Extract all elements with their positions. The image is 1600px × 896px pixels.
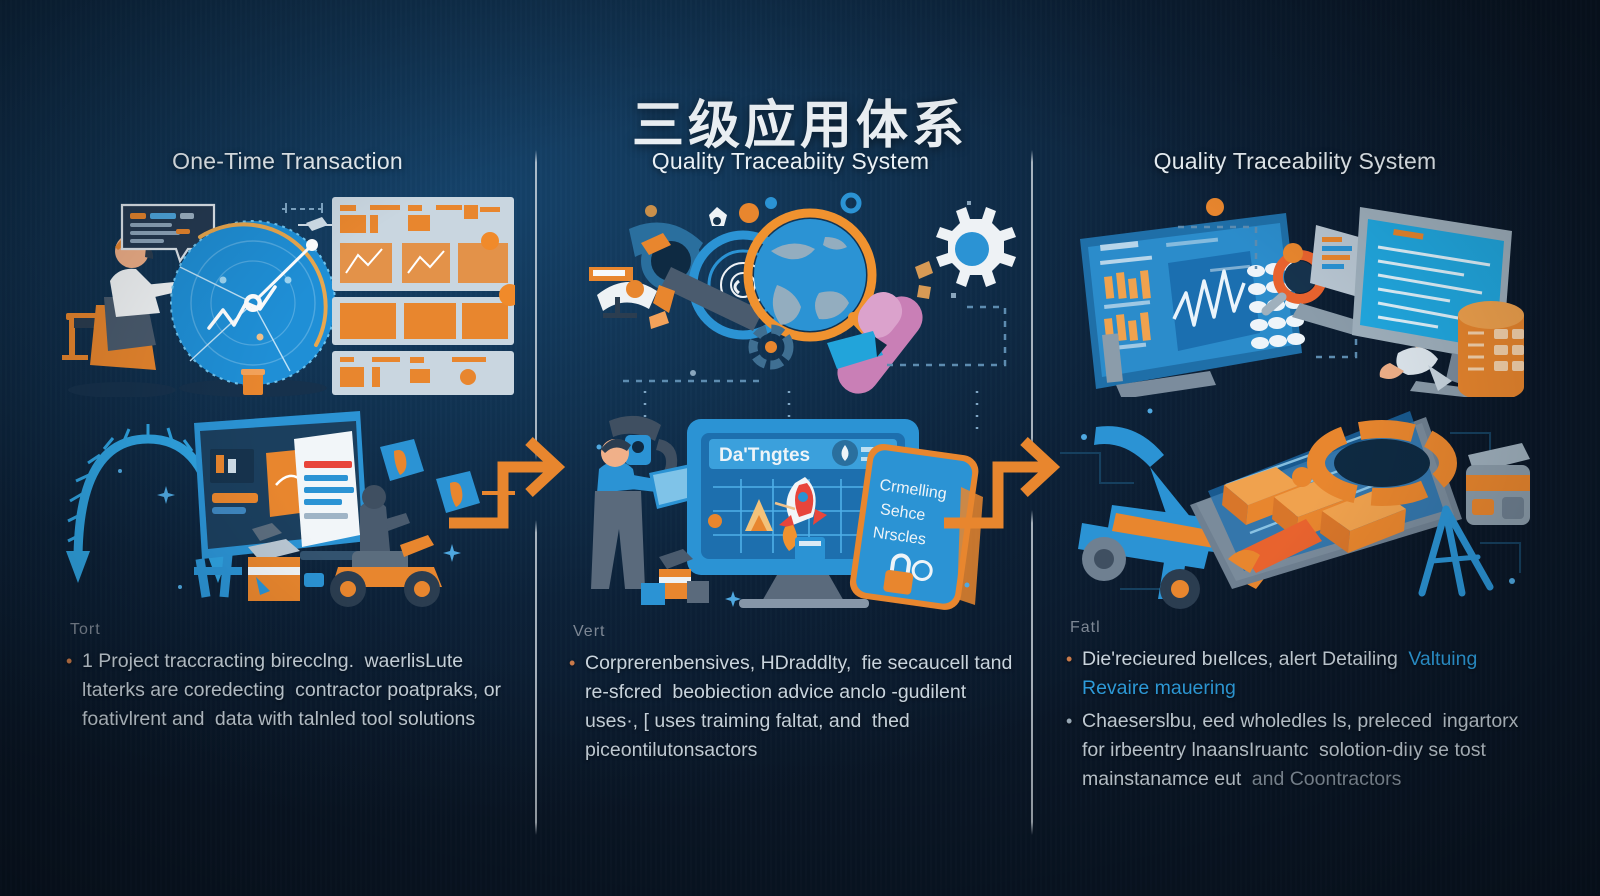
location-pins: [380, 439, 515, 513]
accent-dot: [1206, 198, 1224, 216]
small-parcels: [641, 549, 709, 605]
magnifier-over-globe: [743, 208, 886, 352]
bullet-line: Die'recieured bıellces, alert Detailing: [1082, 648, 1398, 670]
kicker-1: Tort: [70, 621, 101, 638]
ring-gauge: [1292, 420, 1458, 506]
bullet-line: ingartorx for irbeentry lnaansIruantc: [1082, 710, 1519, 761]
kicker-3: Fatl: [1070, 619, 1101, 636]
column-quality-traceabiity-system: Quality Traceabiity System: [563, 148, 1018, 769]
tripod-stand: [1418, 505, 1494, 597]
bullet-line: 1 Project traccracting birecclng.: [82, 650, 355, 672]
artwork-analyst-radar-dashboard: [60, 185, 515, 397]
bullet-line: beobiection advice anclo -gudilent: [672, 681, 967, 703]
delivery-scooter-rider: [330, 485, 442, 607]
flow-arrow-1: [449, 436, 566, 529]
gear-icon: [936, 207, 1016, 287]
scatter-shapes: [645, 192, 971, 376]
accent-dot: [1283, 243, 1303, 263]
bullet-line: Chaeserslbu, eed wholedles ls, preleced: [1082, 710, 1433, 732]
orange-crates: [1222, 467, 1406, 553]
column-title-3: Quality Traceability System: [1153, 148, 1437, 174]
dashed-path: [1178, 225, 1358, 359]
toolbox: [1466, 443, 1530, 525]
bullet-line: data with talnled tool solutions: [214, 708, 476, 730]
column-divider-1-bottom: [535, 520, 537, 835]
report-card-grid: [332, 197, 515, 395]
column-divider-2-bottom: [1031, 510, 1033, 835]
page-title: 三级应用体系: [631, 96, 968, 155]
column-divider-1-top: [535, 150, 537, 460]
bullet-line: uses·, [ uses traiming faltat, and: [585, 710, 862, 732]
padlock-icon: [883, 553, 933, 595]
bullet-line: fie secaucell tand re-sfcred: [585, 652, 1013, 703]
pointer-arm: [649, 267, 763, 331]
seated-worker-figure: [62, 234, 196, 397]
speech-bubble-panel: [120, 203, 216, 264]
flow-arrow-2: [944, 436, 1061, 529]
artwork-global-search-inspection: [563, 185, 1018, 397]
bullet-line: waerlisLute ltaterks are coredecting: [82, 650, 464, 701]
orange-accents: [915, 261, 933, 299]
bullet-list-1: 1 Project traccracting birecclng. waerli…: [60, 647, 515, 734]
artwork-ecommerce-workstation: [60, 401, 515, 611]
dashed-path: [623, 305, 1007, 383]
bullet-line: Corprerenbensives, HDraddlty,: [585, 652, 852, 674]
handheld-scanner: [589, 267, 657, 318]
drone-sketch: [282, 203, 332, 231]
database-cylinder: [1458, 301, 1524, 397]
bar-chart-panel: [1080, 213, 1305, 397]
dotted-verticals: [643, 391, 979, 439]
bullet-line-dim: and Coontractors: [1251, 768, 1402, 790]
bullet-line: contractor poatpraks, or foativlrent and: [82, 679, 502, 730]
rocket-icon: [779, 477, 827, 551]
bullet-item: Chaeserslbu, eed wholedles ls, preleced …: [1060, 707, 1530, 794]
signboard: Crmelling Sehce Nrscles: [849, 443, 983, 610]
column-title-2: Quality Traceabiity System: [651, 148, 930, 174]
bullet-item: 1 Project traccracting birecclng. waerli…: [60, 647, 515, 734]
sparkle-dots: [118, 469, 461, 589]
desktop-monitor: [194, 411, 372, 598]
bullet-line: solotion-diıy se tost mainstanamce eut: [1082, 739, 1486, 790]
bullet-line: thed piceontilutonsactors: [585, 710, 910, 761]
monitor-heading-text: Da'Tngtes: [719, 445, 810, 466]
sparkle-dots: [1081, 408, 1515, 584]
column-title-1: One-Time Transaction: [172, 148, 403, 174]
pointer-hand: [1379, 347, 1452, 391]
radar-dial: [170, 220, 336, 397]
column-divider-2-top: [1031, 150, 1033, 450]
small-gear-icon: [748, 324, 794, 370]
cyan-block: [827, 331, 887, 369]
bullet-list-2: Corprerenbensives, HDraddlty, fie secauc…: [563, 649, 1018, 765]
artwork-dual-monitor-analytics: [1060, 185, 1530, 397]
bullet-item: Die'recieured bıellces, alert Detailing …: [1060, 645, 1530, 703]
artwork-data-insights-presentation: Da'Tngtes: [563, 391, 1018, 613]
parcel-boxes: [248, 523, 324, 601]
artwork-isometric-logistics-platform: [1060, 393, 1530, 609]
kicker-2: Vert: [573, 623, 606, 640]
sparkle-dots: [596, 444, 970, 607]
column-quality-traceability-system: Quality Traceability System: [1060, 148, 1530, 798]
signboard-line-2: Sehce: [879, 501, 926, 524]
bullet-item: Corprerenbensives, HDraddlty, fie secauc…: [563, 649, 1018, 765]
bullet-line-highlighted: Valtuing Revaire mauering: [1082, 648, 1478, 699]
column-one-time-transaction: One-Time Transaction: [60, 148, 515, 738]
bullet-list-3: Die'recieured bıellces, alert Detailing …: [1060, 645, 1530, 794]
